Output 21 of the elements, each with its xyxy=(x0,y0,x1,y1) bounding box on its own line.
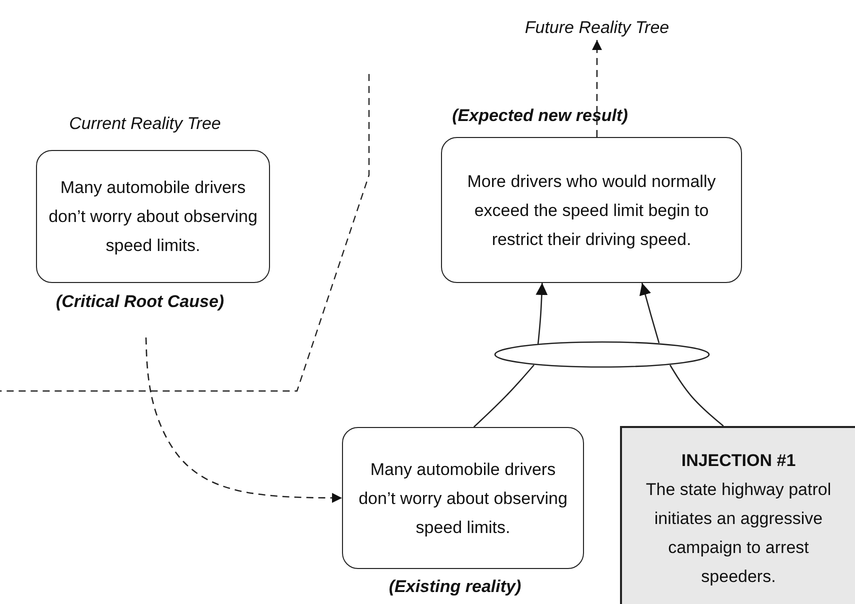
arrow xyxy=(639,282,660,344)
connector-line xyxy=(669,364,724,426)
statement-box xyxy=(36,150,270,283)
statement-text: Many automobile drivers don’t worry about observing speed limits. xyxy=(48,177,258,257)
dashed-arrow xyxy=(145,338,342,503)
node-caption: (Critical Root Cause) xyxy=(54,292,226,312)
injection-box xyxy=(620,426,855,604)
statement-box xyxy=(342,427,584,569)
node-caption: (Existing reality) xyxy=(388,577,522,597)
injection-heading: INJECTION #1 xyxy=(681,450,796,472)
connector-line xyxy=(473,364,534,428)
arrow xyxy=(536,282,548,344)
ellipse-junction xyxy=(494,341,710,368)
tree-title: Future Reality Tree xyxy=(524,16,670,38)
statement-box xyxy=(441,137,742,283)
node-caption: (Expected new result) xyxy=(451,106,629,126)
statement-text: Many automobile drivers don’t worry about observing speed limits. xyxy=(358,458,568,538)
tree-label: Current Reality Tree xyxy=(68,114,222,134)
statement-text: The state highway patrol initiates an aggressive campaign to arrest speeders. xyxy=(644,479,832,588)
dashed-arrow xyxy=(592,40,602,137)
statement-text: More drivers who would normally exceed the speed limit begin to restrict their driving speed. xyxy=(466,170,717,250)
